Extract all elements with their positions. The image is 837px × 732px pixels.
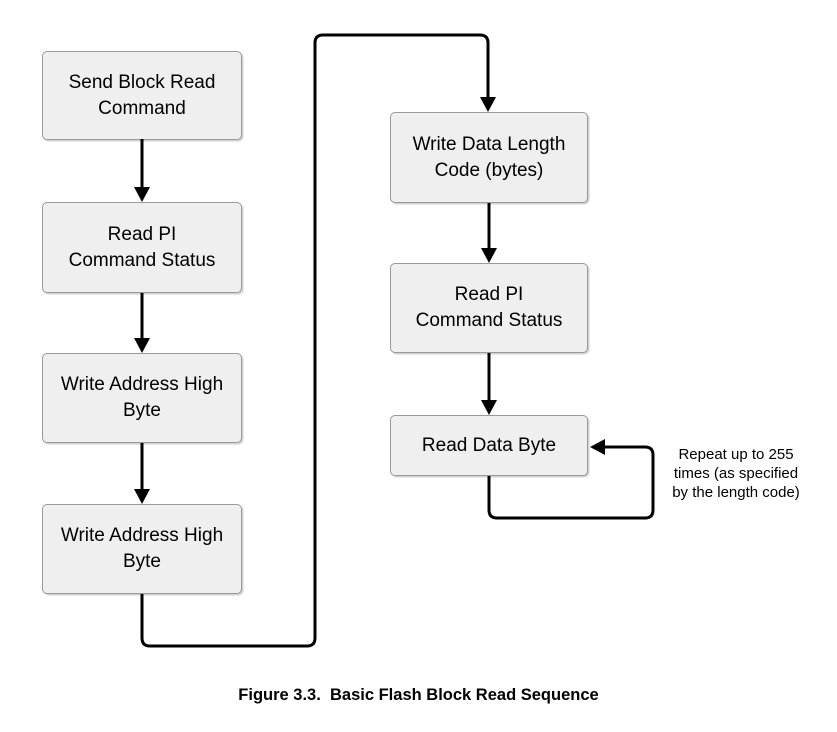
node-label: Command Status [68,249,216,271]
node-label: Byte [122,400,162,421]
node-label: Command Status [415,310,563,331]
arrow-node2-to-node3 [134,293,150,353]
node-label: Read PI [107,223,177,245]
node-label: Write Address High [60,374,224,395]
flow-node-write-address-high-byte-2: Write Address High Byte [42,504,242,594]
arrow-node6-to-node7 [481,353,497,415]
node-label: Read Data Byte [421,434,557,456]
flow-node-read-pi-command-status-1: Read PI Command Status [42,202,242,293]
loop-annotation-line: Repeat up to 255 [678,446,794,463]
loop-annotation: Repeat up to 255 times (as specified by … [652,445,820,502]
figure-caption: Figure 3.3. Basic Flash Block Read Seque… [238,686,599,704]
arrow-node5-to-node6 [481,203,497,263]
loop-annotation-line: times (as specified [673,465,799,482]
flow-node-write-address-high-byte-1: Write Address High Byte [42,353,242,443]
node-label: Code (bytes) [434,159,544,181]
flow-node-write-data-length-code: Write Data Length Code (bytes) [390,112,588,203]
node-label: Write Data Length [412,133,566,155]
flow-node-send-block-read-command: Send Block Read Command [42,51,242,140]
node-label: Byte [122,551,162,572]
node-label: Write Address High [60,525,224,546]
arrow-node1-to-node2 [134,139,150,202]
flow-node-read-pi-command-status-2: Read PI Command Status [390,263,588,353]
node-label: Read PI [454,284,524,305]
node-label: Command [98,97,186,119]
node-label: Send Block Read [68,71,216,93]
arrow-node3-to-node4 [134,443,150,504]
flow-node-read-data-byte: Read Data Byte [390,415,588,476]
loop-annotation-line: by the length code) [672,484,800,501]
